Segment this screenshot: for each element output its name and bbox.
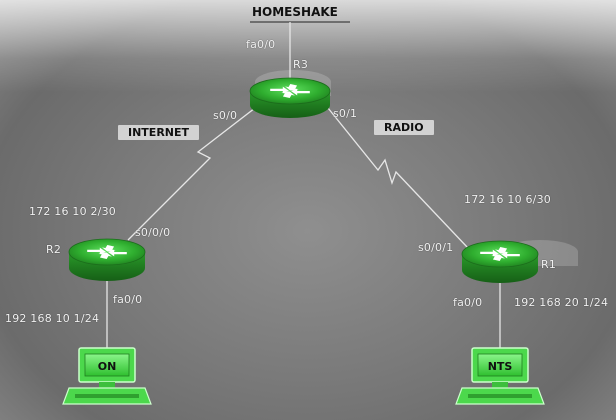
r1-serial-address: 172 16 10 6/30	[464, 193, 551, 206]
r2-fa-interface: fa0/0	[113, 293, 143, 306]
r2-s000-interface: s0/0/0	[135, 226, 171, 239]
r3-s01-interface: s0/1	[333, 107, 358, 120]
router-r3[interactable]	[249, 77, 331, 118]
router-r1[interactable]	[461, 240, 539, 283]
r3-fa-interface: fa0/0	[246, 38, 276, 51]
diagram-title: HOMESHAKE	[252, 5, 338, 19]
r2-lan-address: 192 168 10 1/24	[5, 312, 100, 325]
r1-fa-interface: fa0/0	[453, 296, 483, 309]
r1-name: R1	[541, 258, 557, 271]
radio-link-label: RADIO	[374, 120, 434, 135]
radio-serial-link[interactable]	[327, 107, 469, 249]
r2-serial-address: 172 16 10 2/30	[29, 205, 116, 218]
pc-right-label: NTS	[488, 360, 513, 373]
r1-lan-address: 192 168 20 1/24	[514, 296, 609, 309]
r3-s00-interface: s0/0	[213, 109, 238, 122]
pc-left-label: ON	[98, 360, 117, 373]
r2-name: R2	[46, 243, 62, 256]
internet-link-label: INTERNET	[118, 125, 200, 140]
r3-name: R3	[293, 58, 309, 71]
pc-left[interactable]: ON	[62, 347, 152, 405]
r1-s001-interface: s0/0/1	[418, 241, 454, 254]
pc-right[interactable]: NTS	[455, 347, 545, 405]
router-r2[interactable]	[68, 238, 146, 281]
internet-serial-link[interactable]	[127, 107, 256, 241]
